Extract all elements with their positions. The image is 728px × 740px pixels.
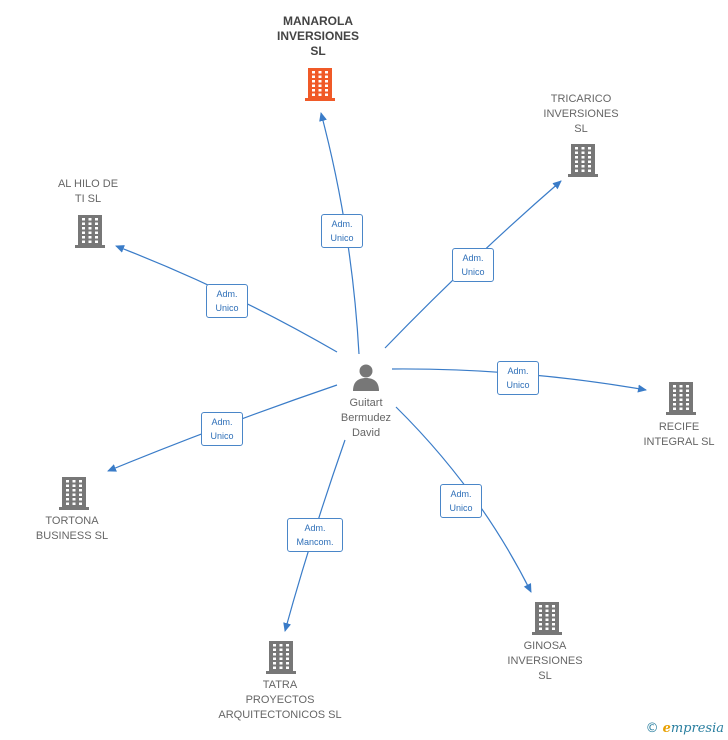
company-label-line: SL: [538, 670, 552, 682]
person-icon[interactable]: [351, 362, 381, 397]
center-name-line-3: David: [351, 427, 381, 439]
edge-label-line: Unico: [215, 303, 239, 313]
building-icon[interactable]: [567, 142, 599, 183]
center-person-name[interactable]: Guitart Bermudez David: [316, 396, 416, 441]
brand-logo-initial: e: [662, 721, 671, 736]
edge-label-line: Mancom.: [296, 537, 334, 547]
company-label-al-hilo[interactable]: AL HILO DE TI SL: [38, 177, 138, 207]
company-label-line: INTEGRAL SL: [643, 436, 715, 448]
company-label-line: SL: [310, 44, 326, 58]
building-icon[interactable]: [58, 475, 90, 516]
edge-label-line: Adm.: [331, 219, 353, 229]
center-name-line-1: Guitart: [349, 397, 383, 409]
company-label-manarola[interactable]: MANAROLA INVERSIONES SL: [258, 14, 378, 59]
company-label-line: GINOSA: [523, 640, 567, 652]
building-icon[interactable]: [531, 600, 563, 641]
company-label-tortona[interactable]: TORTONA BUSINESS SL: [22, 514, 122, 544]
building-icon[interactable]: [265, 639, 297, 680]
company-label-recife[interactable]: RECIFE INTEGRAL SL: [630, 420, 728, 450]
company-label-line: AL HILO DE: [57, 178, 119, 190]
edge-label-line: Adm.: [211, 417, 233, 427]
edge-label-line: Unico: [210, 431, 234, 441]
edge-label-line: Adm.: [450, 489, 472, 499]
edge-label-line: Unico: [506, 380, 530, 390]
edge-label-ginosa[interactable]: Adm. Unico: [440, 484, 482, 518]
company-label-line: TRICARICO: [550, 93, 612, 105]
edge-label-line: Unico: [449, 503, 473, 513]
edge-label-tatra[interactable]: Adm. Mancom.: [287, 518, 343, 552]
edge-label-line: Adm.: [304, 523, 326, 533]
brand-logo-text: mpresia: [670, 721, 724, 736]
company-label-line: TORTONA: [45, 515, 99, 527]
company-label-line: PROYECTOS: [245, 694, 315, 706]
edge-label-line: Adm.: [507, 366, 529, 376]
edge-label-line: Adm.: [462, 253, 484, 263]
copyright-icon: ©: [645, 721, 659, 736]
company-label-line: INVERSIONES: [276, 29, 360, 43]
empresia-footer[interactable]: ©empresia: [646, 721, 724, 736]
edge-label-line: Adm.: [216, 289, 238, 299]
edge-label-manarola[interactable]: Adm. Unico: [321, 214, 363, 248]
company-label-line: MANAROLA: [283, 14, 353, 28]
edge-label-al-hilo[interactable]: Adm. Unico: [206, 284, 248, 318]
company-label-line: TI SL: [74, 193, 102, 205]
company-label-line: TATRA: [262, 679, 298, 691]
edge-label-line: Unico: [330, 233, 354, 243]
company-label-line: RECIFE: [658, 421, 700, 433]
building-icon[interactable]: [304, 66, 336, 107]
edge-label-recife[interactable]: Adm. Unico: [497, 361, 539, 395]
company-label-line: BUSINESS SL: [35, 530, 109, 542]
edge-label-line: Unico: [461, 267, 485, 277]
building-icon[interactable]: [665, 380, 697, 421]
company-label-line: INVERSIONES: [507, 655, 583, 667]
company-label-line: ARQUITECTONICOS SL: [218, 709, 342, 721]
company-label-line: SL: [574, 123, 588, 135]
building-icon[interactable]: [74, 213, 106, 254]
center-name-line-2: Bermudez: [340, 412, 392, 424]
edge-label-tricarico[interactable]: Adm. Unico: [452, 248, 494, 282]
edge-label-tortona[interactable]: Adm. Unico: [201, 412, 243, 446]
company-label-line: INVERSIONES: [543, 108, 619, 120]
company-label-ginosa[interactable]: GINOSA INVERSIONES SL: [494, 639, 596, 684]
company-label-tricarico[interactable]: TRICARICO INVERSIONES SL: [521, 92, 641, 137]
company-label-tatra[interactable]: TATRA PROYECTOS ARQUITECTONICOS SL: [214, 678, 346, 723]
